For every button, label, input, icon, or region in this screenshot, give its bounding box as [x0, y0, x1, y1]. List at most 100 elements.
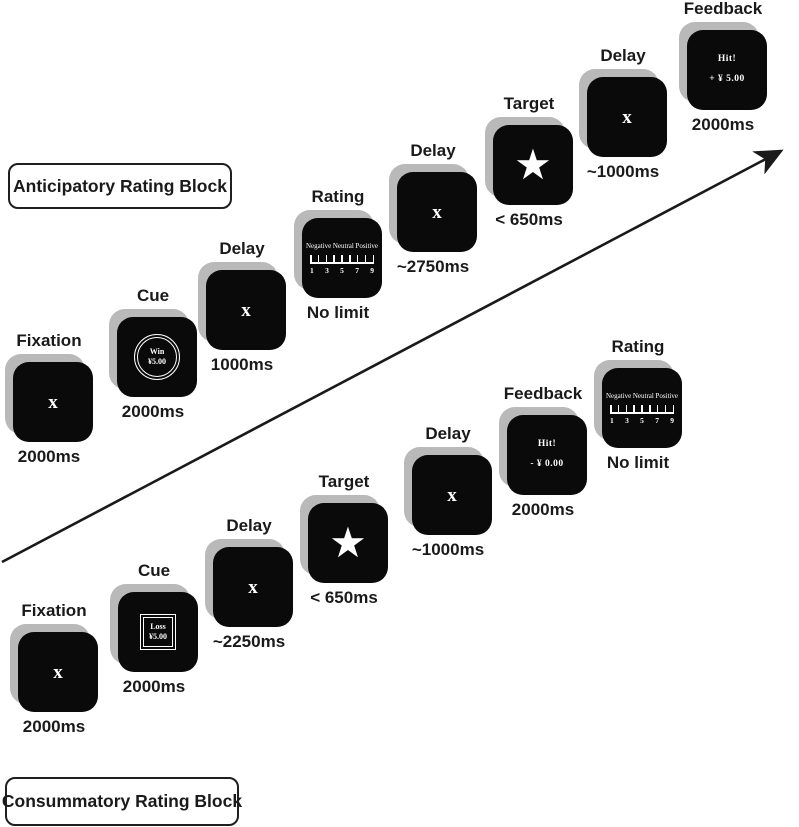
step-duration: 2000ms — [121, 402, 185, 421]
scale-tick — [356, 254, 359, 262]
scale-number: 7 — [655, 415, 659, 425]
screen-stack: ★ — [300, 495, 388, 583]
trial-step-delay: Delay x 1000ms — [190, 238, 294, 375]
step-duration: 2000ms — [22, 717, 86, 736]
step-label: Delay — [410, 141, 456, 160]
scale-tick — [372, 254, 374, 262]
scale-tick — [664, 404, 667, 412]
step-label: Cue — [137, 561, 171, 580]
trial-step-fixation: Fixation x 2000ms — [0, 330, 101, 467]
step-label: Rating — [611, 337, 665, 356]
step-duration: 2000ms — [17, 447, 81, 466]
trial-step-target: Target ★ < 650ms — [477, 93, 581, 230]
scale-tick — [325, 254, 328, 262]
scale-tick — [333, 254, 335, 262]
fixation-screen: x — [13, 362, 93, 442]
fixation-x: x — [432, 201, 442, 223]
screen-stack: x — [205, 539, 293, 627]
scale-number: 1 — [310, 265, 314, 275]
trial-step-feedback: Feedback Hit! - ¥ 0.00 2000ms — [491, 383, 595, 520]
anchor-negative: Negative — [306, 241, 332, 250]
star-icon: ★ — [329, 518, 367, 567]
star-icon: ★ — [514, 140, 552, 189]
scale-number: 3 — [625, 415, 629, 425]
cue-screen: Loss ¥5.00 — [118, 592, 198, 672]
delay-screen: x — [206, 270, 286, 350]
screen-stack: ★ — [485, 117, 573, 205]
cue-word: Loss — [150, 621, 166, 631]
trial-step-rating: Rating Negative Neutral Positive 1 3 5 7… — [286, 186, 390, 323]
delay-screen: x — [397, 172, 477, 252]
scale-tick — [633, 404, 635, 412]
step-duration: 2000ms — [511, 500, 575, 519]
target-screen: ★ — [308, 503, 388, 583]
step-label: Delay — [425, 424, 471, 443]
step-duration: ~1000ms — [586, 162, 660, 181]
scale-tick — [317, 254, 320, 262]
scale-number: 9 — [670, 415, 674, 425]
scale-number: 5 — [640, 415, 644, 425]
fixation-x: x — [248, 576, 258, 598]
trial-step-delay: Delay x ~1000ms — [571, 45, 675, 182]
fixation-screen: x — [18, 632, 98, 712]
scale-tick — [641, 404, 643, 412]
rating-screen: Negative Neutral Positive 1 3 5 7 9 — [602, 368, 682, 448]
fixation-x: x — [48, 391, 58, 413]
block-label-consummatory: Consummatory Rating Block — [2, 777, 242, 826]
screen-stack: Hit! - ¥ 0.00 — [499, 407, 587, 495]
fixation-x: x — [622, 106, 632, 128]
delay-screen: x — [587, 77, 667, 157]
trial-step-rating: Rating Negative Neutral Positive 1 3 5 7… — [586, 336, 690, 473]
delay-screen: x — [213, 547, 293, 627]
anchor-neutral: Neutral — [632, 391, 654, 400]
scale-ruler — [610, 403, 674, 414]
cue-word: Win — [149, 346, 165, 356]
trial-step-target: Target ★ < 650ms — [292, 471, 396, 608]
step-label: Target — [503, 94, 555, 113]
scale-tick — [672, 404, 674, 412]
scale-number: 3 — [325, 265, 329, 275]
step-duration: No limit — [306, 303, 370, 322]
fixation-x: x — [447, 484, 457, 506]
scale-tick — [341, 254, 343, 262]
cue-screen: Win ¥5.00 — [117, 317, 197, 397]
trial-step-delay: Delay x ~1000ms — [396, 423, 500, 560]
block-label-anticipatory: Anticipatory Rating Block — [8, 163, 232, 209]
screen-stack: x — [389, 164, 477, 252]
feedback-amount: - ¥ 0.00 — [530, 459, 564, 469]
scale-number: 1 — [610, 415, 614, 425]
rating-scale: Negative Neutral Positive 1 3 5 7 9 — [606, 392, 678, 425]
step-duration: ~2250ms — [212, 632, 286, 651]
step-label: Feedback — [683, 0, 763, 18]
screen-stack: x — [5, 354, 93, 442]
scale-number: 7 — [355, 265, 359, 275]
feedback-result: Hit! — [537, 439, 557, 450]
step-duration: 2000ms — [122, 677, 186, 696]
step-duration: ~1000ms — [411, 540, 485, 559]
screen-stack: Hit! + ¥ 5.00 — [679, 22, 767, 110]
screen-stack: x — [579, 69, 667, 157]
step-label: Delay — [226, 516, 272, 535]
rating-scale: Negative Neutral Positive 1 3 5 7 9 — [306, 242, 378, 275]
step-duration: 2000ms — [691, 115, 755, 134]
scale-tick — [625, 404, 628, 412]
step-label: Delay — [600, 46, 646, 65]
screen-stack: x — [198, 262, 286, 350]
scale-ruler — [310, 253, 374, 264]
screen-stack: x — [10, 624, 98, 712]
scale-tick — [610, 404, 612, 412]
step-label: Rating — [311, 187, 365, 206]
feedback-screen: Hit! - ¥ 0.00 — [507, 415, 587, 495]
feedback-result: Hit! — [717, 54, 737, 65]
trial-step-fixation: Fixation x 2000ms — [2, 600, 106, 737]
screen-stack: Win ¥5.00 — [109, 309, 197, 397]
cue-amount: ¥5.00 — [149, 632, 167, 641]
step-duration: < 650ms — [495, 210, 563, 229]
fixation-x: x — [241, 299, 251, 321]
target-screen: ★ — [493, 125, 573, 205]
trial-step-delay: Delay x ~2250ms — [197, 515, 301, 652]
scale-number: 9 — [370, 265, 374, 275]
scale-number: 5 — [340, 265, 344, 275]
feedback-amount: + ¥ 5.00 — [709, 74, 745, 84]
